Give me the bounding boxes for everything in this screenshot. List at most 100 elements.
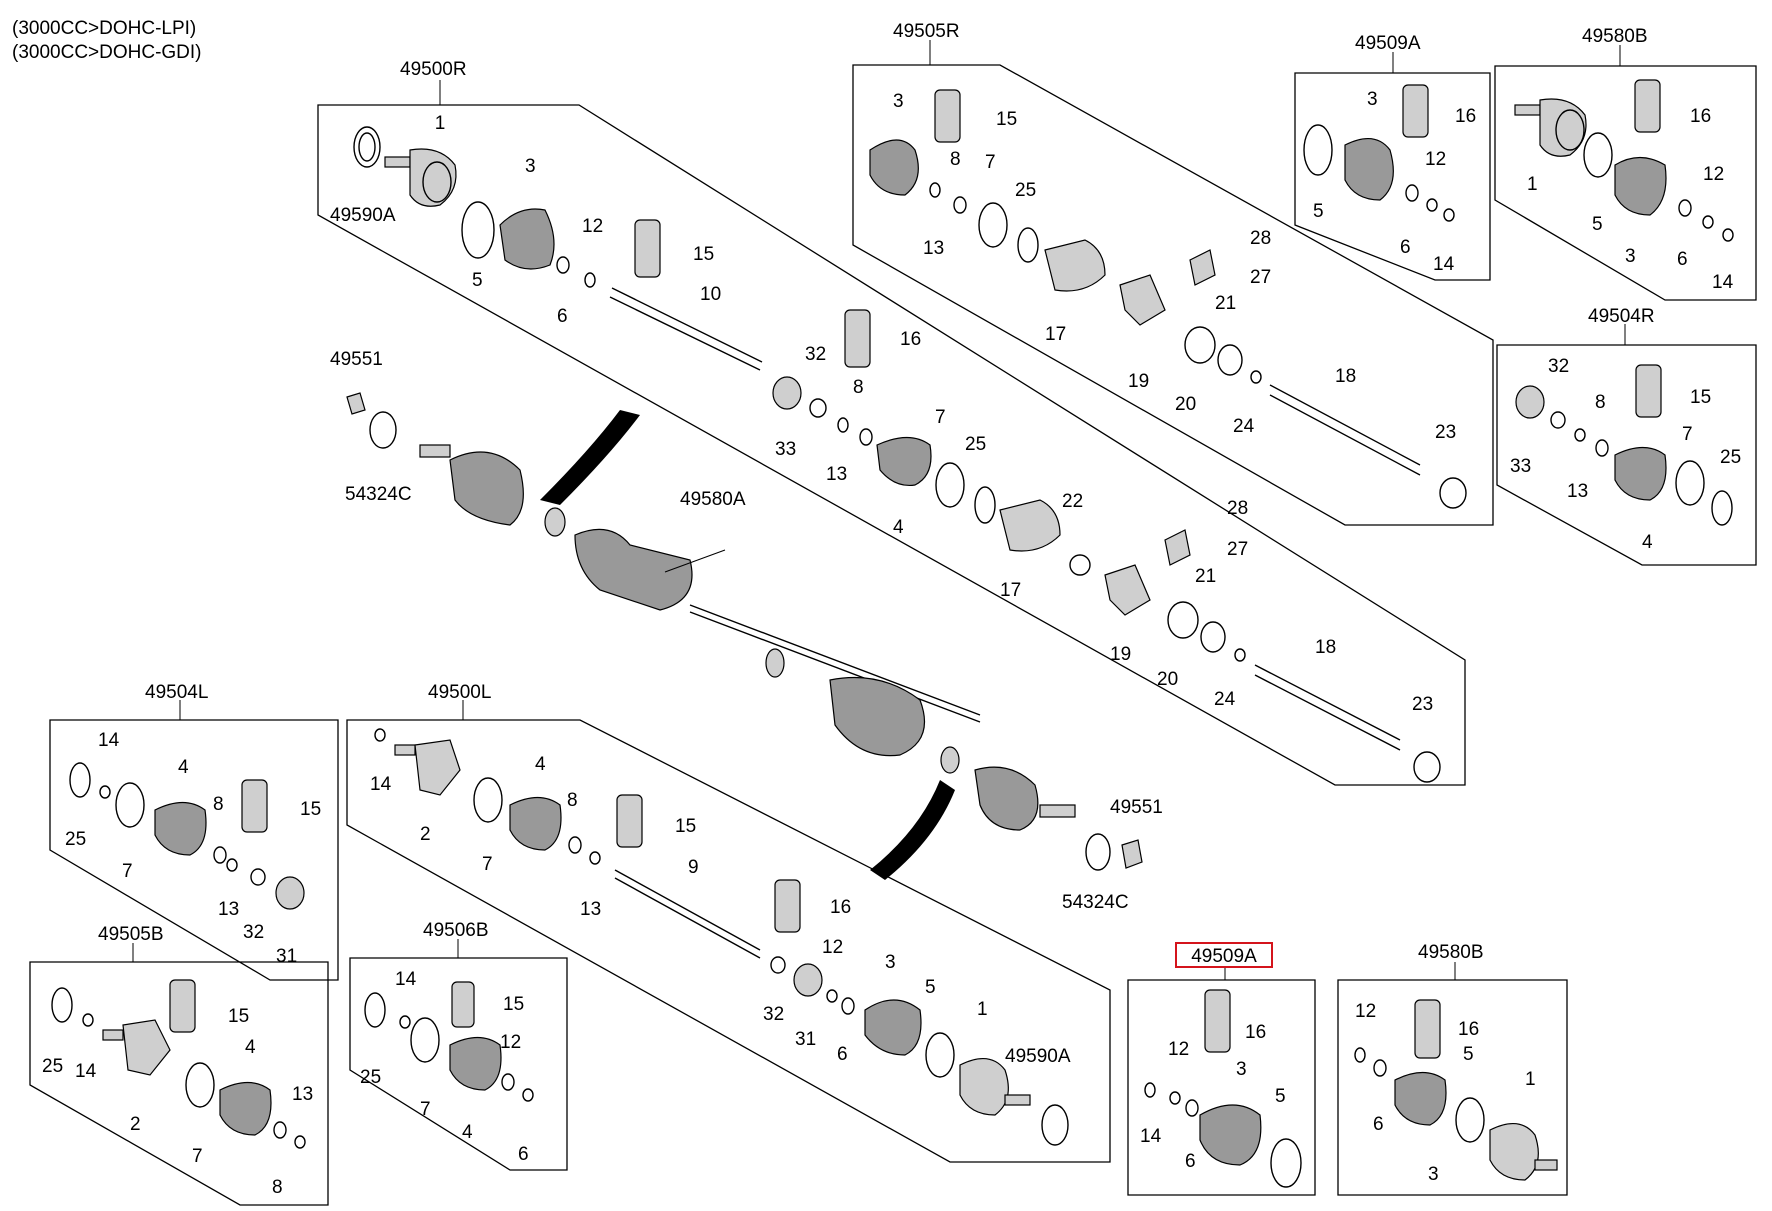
label-21: 21	[1195, 566, 1216, 587]
frame-49500r	[317, 104, 1466, 786]
label-2: 2	[420, 824, 431, 845]
label-28: 28	[1250, 228, 1271, 249]
label-14: 14	[370, 774, 392, 795]
label-9: 9	[688, 857, 699, 878]
title-49504l[interactable]: 49504L	[145, 682, 208, 703]
label-3: 3	[893, 91, 904, 112]
title-49509a-top[interactable]: 49509A	[1355, 33, 1421, 54]
label-15: 15	[503, 994, 524, 1015]
label-15: 15	[300, 799, 321, 820]
label-6: 6	[557, 306, 568, 327]
label-23: 23	[1435, 422, 1456, 443]
label-15: 15	[1690, 387, 1711, 408]
label-13: 13	[1567, 481, 1588, 502]
label-1: 1	[1527, 174, 1538, 195]
label-10: 10	[700, 284, 721, 305]
assembly-49506b: 49506B 14 15 25 12 7 4 6	[349, 920, 568, 1171]
label-25: 25	[1015, 180, 1036, 201]
title-49509a-bottom[interactable]: 49509A	[1191, 946, 1257, 967]
title-49504r[interactable]: 49504R	[1588, 306, 1655, 327]
label-49551-right[interactable]: 49551	[1110, 797, 1163, 818]
frame-49505r	[852, 64, 1494, 526]
label-8: 8	[950, 149, 961, 170]
assembly-49504r: 49504R 32 8 15 33 7 13 25 4	[1496, 306, 1757, 566]
title-49506b[interactable]: 49506B	[423, 920, 489, 941]
label-49551-left[interactable]: 49551	[330, 349, 383, 370]
label-6: 6	[1677, 249, 1688, 270]
label-6: 6	[1373, 1114, 1384, 1135]
label-21: 21	[1215, 293, 1236, 314]
label-6: 6	[1400, 237, 1411, 258]
label-4: 4	[245, 1037, 256, 1058]
washer-54324c-right	[1085, 833, 1111, 871]
title-49500l[interactable]: 49500L	[428, 682, 491, 703]
label-24: 24	[1233, 416, 1255, 437]
label-49590a[interactable]: 49590A	[330, 205, 396, 226]
label-17: 17	[1000, 580, 1021, 601]
arrow-lower	[870, 780, 955, 880]
assembly-49580b-bottom: 49580B 12 16 5 1 6 3	[1337, 942, 1568, 1196]
nut-49551-left	[346, 392, 366, 415]
highlight-box	[1175, 942, 1273, 968]
title-49505b[interactable]: 49505B	[98, 924, 164, 945]
label-7: 7	[420, 1099, 431, 1120]
frame-49580b-top	[1494, 65, 1757, 301]
title-49505r[interactable]: 49505R	[893, 21, 960, 42]
arrow-upper	[540, 410, 640, 505]
label-4: 4	[462, 1122, 473, 1143]
label-15: 15	[996, 109, 1017, 130]
label-33: 33	[775, 439, 796, 460]
assembly-49580b-top: 49580B 16 1 12 5 3 6 14	[1494, 26, 1757, 301]
label-22: 22	[1062, 491, 1083, 512]
title-49580b-bottom[interactable]: 49580B	[1418, 942, 1484, 963]
assembly-49500l: 49500L 14 4 2 7 8 15 13 9 16 12 3 32 31 …	[346, 682, 1111, 1163]
label-31: 31	[795, 1029, 816, 1050]
label-14: 14	[75, 1061, 97, 1082]
label-13: 13	[826, 464, 847, 485]
label-14: 14	[1712, 272, 1734, 293]
label-25: 25	[1720, 447, 1741, 468]
label-16: 16	[900, 329, 921, 350]
title-49580b-top[interactable]: 49580B	[1582, 26, 1648, 47]
title-49500r[interactable]: 49500R	[400, 59, 467, 80]
label-1: 1	[1525, 1069, 1536, 1090]
label-32: 32	[805, 344, 826, 365]
label-54324c-right[interactable]: 54324C	[1062, 892, 1129, 913]
label-7: 7	[985, 152, 996, 173]
label-15: 15	[693, 244, 714, 265]
label-19: 19	[1110, 644, 1131, 665]
frame-49504r	[1496, 344, 1757, 566]
label-5: 5	[1313, 201, 1324, 222]
label-20: 20	[1157, 669, 1178, 690]
grease-15	[634, 219, 661, 278]
label-12: 12	[1355, 1001, 1376, 1022]
label-16: 16	[1690, 106, 1711, 127]
label-16: 16	[1458, 1019, 1479, 1040]
label-13: 13	[218, 899, 239, 920]
label-19: 19	[1128, 371, 1149, 392]
label-32: 32	[243, 922, 264, 943]
engine-spec-1: (3000CC>DOHC-LPI)	[12, 18, 196, 39]
label-12: 12	[1703, 164, 1724, 185]
label-14: 14	[395, 969, 417, 990]
label-27: 27	[1250, 267, 1271, 288]
label-15: 15	[228, 1006, 249, 1027]
label-12: 12	[1425, 149, 1446, 170]
label-14: 14	[1433, 254, 1455, 275]
label-49590a[interactable]: 49590A	[1005, 1046, 1071, 1067]
label-4: 4	[178, 757, 189, 778]
label-4: 4	[893, 517, 904, 538]
label-8: 8	[1595, 392, 1606, 413]
label-32: 32	[1548, 356, 1569, 377]
label-7: 7	[1682, 424, 1693, 445]
label-32: 32	[763, 1004, 784, 1025]
label-16: 16	[1245, 1022, 1266, 1043]
label-49580a[interactable]: 49580A	[680, 489, 746, 510]
label-16: 16	[1455, 106, 1476, 127]
label-54324c-left[interactable]: 54324C	[345, 484, 412, 505]
label-5: 5	[1463, 1044, 1474, 1065]
label-20: 20	[1175, 394, 1196, 415]
label-27: 27	[1227, 539, 1248, 560]
assembly-49505b: 49505B 15 25 14 4 2 13 7 8	[29, 924, 329, 1206]
frame-49504l	[49, 719, 339, 981]
